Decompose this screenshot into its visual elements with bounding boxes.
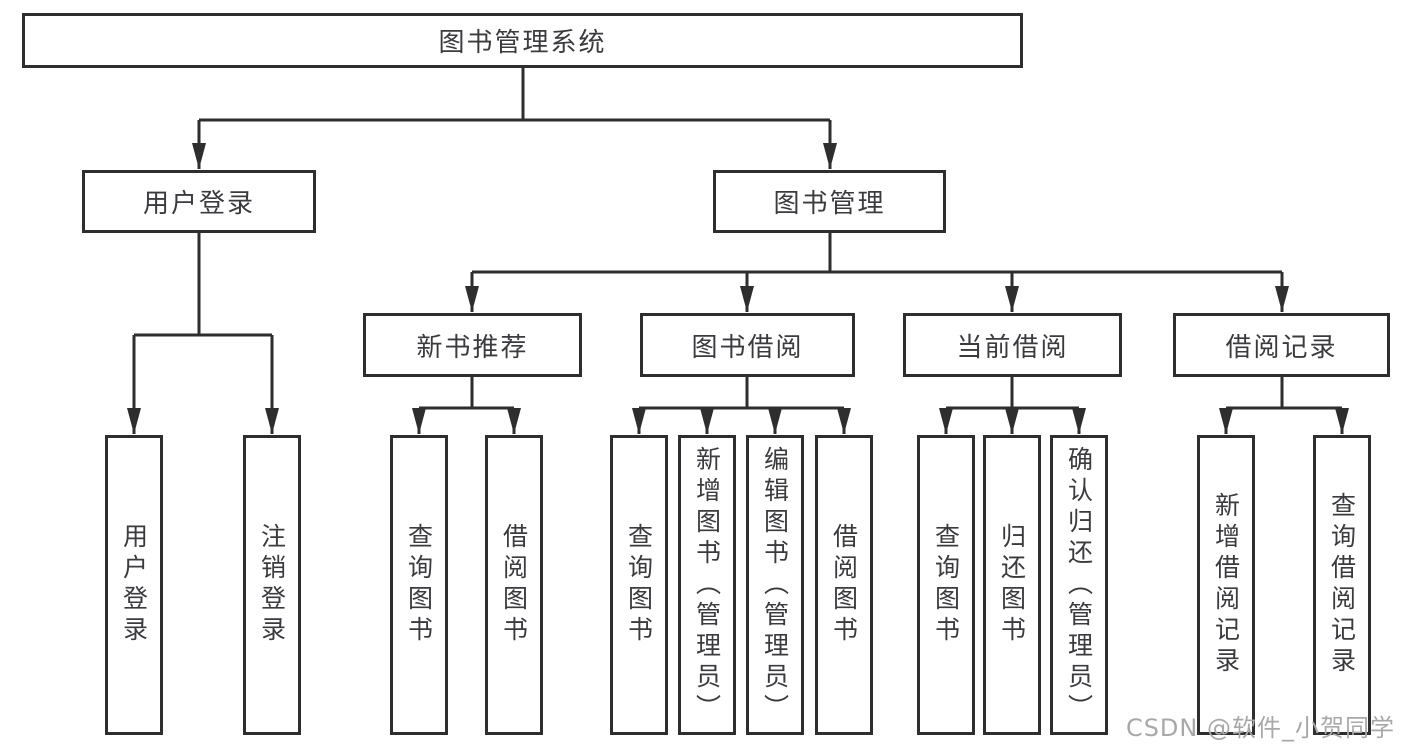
node-book-borrowing: 图书借阅 — [640, 313, 855, 377]
leaf-query-books: 查询图书 — [610, 435, 668, 735]
node-system-root: 图书管理系统 — [22, 13, 1023, 68]
leaf-borrow-books: 借阅图书 — [485, 435, 543, 735]
leaf-borrow-books: 借阅图书 — [815, 435, 873, 735]
leaf-query-books: 查询图书 — [917, 435, 975, 735]
leaf-query-books: 查询图书 — [390, 435, 448, 735]
leaf-user-login: 用户登录 — [105, 435, 163, 735]
leaf-edit-books-admin: 编辑图书（管理员） — [746, 435, 804, 735]
leaf-add-borrow-record: 新增借阅记录 — [1197, 435, 1255, 735]
node-new-book-recommend: 新书推荐 — [363, 313, 582, 377]
leaf-add-books-admin: 新增图书（管理员） — [678, 435, 736, 735]
leaf-logout: 注销登录 — [243, 435, 301, 735]
leaf-confirm-return-admin: 确认归还（管理员） — [1050, 435, 1108, 735]
csdn-watermark: CSDN @软件_小贺同学 — [1125, 714, 1395, 742]
leaf-query-borrow-record: 查询借阅记录 — [1313, 435, 1371, 735]
node-book-management: 图书管理 — [713, 170, 946, 233]
node-borrow-records: 借阅记录 — [1173, 313, 1390, 377]
node-current-borrowing: 当前借阅 — [903, 313, 1122, 377]
node-user-login: 用户登录 — [82, 170, 316, 233]
leaf-return-books: 归还图书 — [983, 435, 1041, 735]
